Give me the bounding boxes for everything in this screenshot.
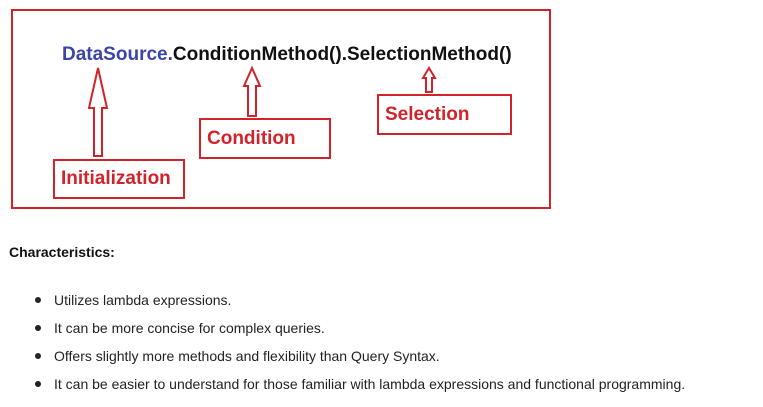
condition-arrow-icon — [242, 65, 262, 117]
datasource-token: DataSource. — [62, 44, 173, 65]
condition-label: Condition — [199, 118, 331, 159]
list-item: Offers slightly more methods and flexibi… — [0, 342, 685, 370]
bullet-icon — [35, 325, 41, 331]
condition-label-text: Condition — [207, 127, 296, 149]
initialization-arrow-icon — [87, 67, 109, 157]
method-syntax-diagram: DataSource.ConditionMethod().SelectionMe… — [11, 9, 551, 209]
list-item-text: It can be more concise for complex queri… — [54, 320, 325, 336]
selection-label-text: Selection — [385, 103, 470, 125]
list-item: It can be more concise for complex queri… — [0, 314, 685, 342]
list-item: Utilizes lambda expressions. — [0, 286, 685, 314]
arrows-layer — [87, 65, 437, 157]
list-item-text: Utilizes lambda expressions. — [54, 292, 232, 308]
characteristics-heading: Characteristics: — [9, 244, 115, 260]
diagram-frame — [11, 9, 551, 209]
method-chain-token: ConditionMethod().SelectionMethod() — [172, 44, 512, 65]
bullet-icon — [35, 381, 41, 387]
characteristics-list: Utilizes lambda expressions. It can be m… — [0, 286, 685, 398]
selection-arrow-icon — [421, 66, 437, 93]
list-item-text: It can be easier to understand for those… — [54, 376, 686, 392]
list-item-text: Offers slightly more methods and flexibi… — [54, 348, 440, 364]
code-expression: DataSource.ConditionMethod().SelectionMe… — [62, 44, 512, 66]
initialization-label: Initialization — [53, 159, 185, 199]
selection-label: Selection — [377, 94, 512, 135]
initialization-label-text: Initialization — [61, 168, 171, 189]
bullet-icon — [35, 353, 41, 359]
bullet-icon — [35, 297, 41, 303]
list-item: It can be easier to understand for those… — [0, 370, 685, 398]
